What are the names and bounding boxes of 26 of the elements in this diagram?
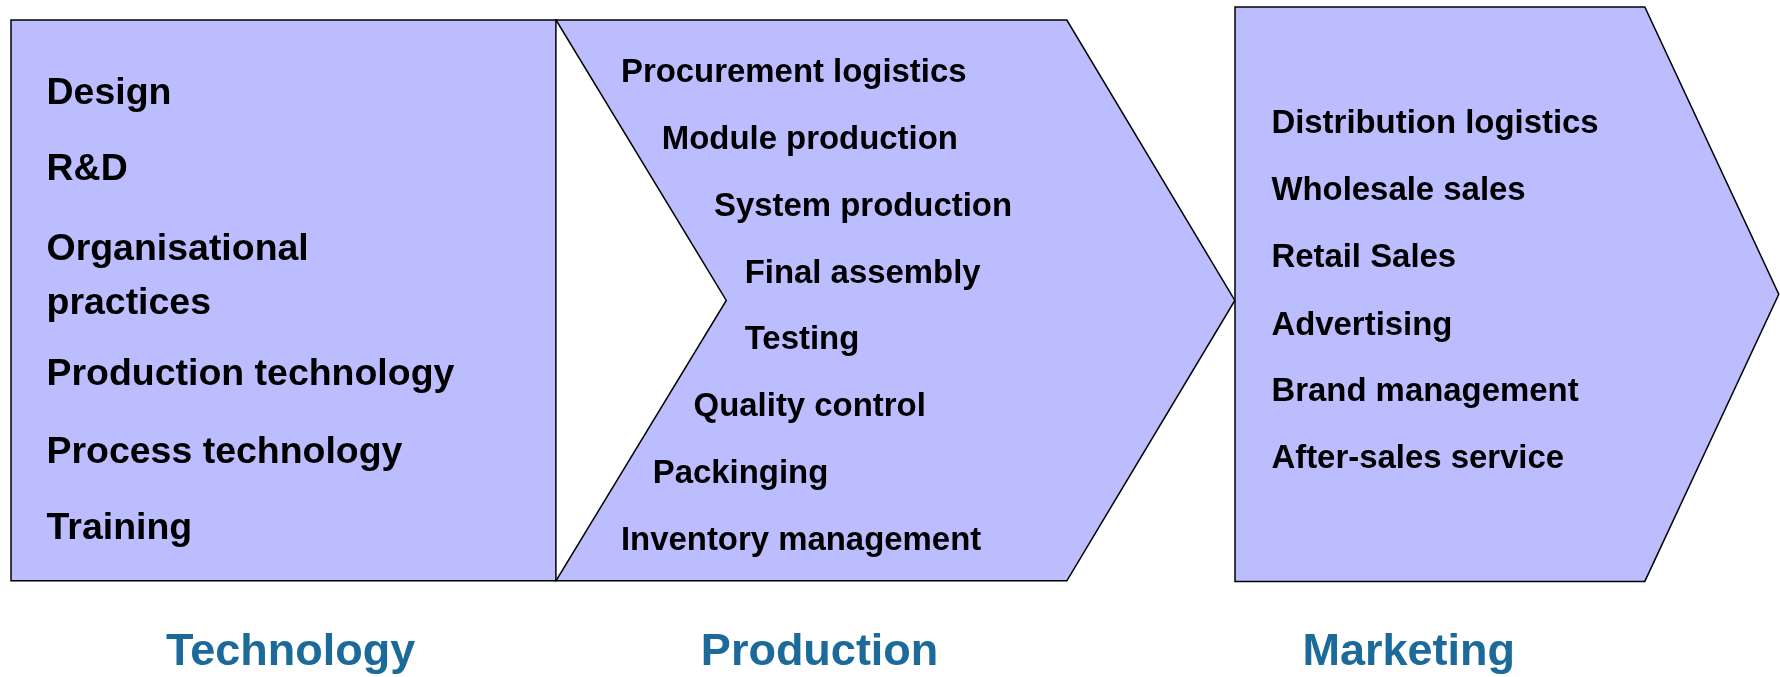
list-item: Training — [46, 505, 193, 549]
list-item: Brand management — [1271, 371, 1579, 410]
list-item: Testing — [744, 318, 860, 357]
arrow-shape — [1235, 6, 1779, 582]
stage-heading: Production — [700, 624, 939, 677]
list-item: Module production — [661, 119, 958, 158]
list-item: Advertising — [1271, 305, 1453, 344]
list-item: Production technology — [46, 350, 455, 394]
list-item: Quality control — [693, 385, 926, 424]
list-item: After-sales service — [1271, 438, 1565, 477]
list-item: Design — [46, 70, 172, 114]
list-item: Process technology — [46, 429, 403, 473]
list-item: Packinging — [652, 452, 829, 491]
list-item: Organisational practices — [46, 225, 310, 324]
list-item: Retail Sales — [1271, 237, 1457, 276]
chevron-shape — [556, 20, 1236, 582]
list-item: Wholesale sales — [1271, 170, 1526, 209]
stage-heading: Technology — [166, 624, 416, 677]
list-item: Inventory management — [620, 519, 982, 558]
process-box — [11, 20, 557, 582]
stage-heading: Marketing — [1302, 624, 1516, 677]
list-item: Final assembly — [744, 253, 981, 292]
list-item: System production — [714, 186, 1013, 225]
list-item: R&D — [46, 146, 128, 190]
list-item: Procurement logistics — [620, 52, 967, 91]
list-item: Distribution logistics — [1271, 103, 1599, 142]
